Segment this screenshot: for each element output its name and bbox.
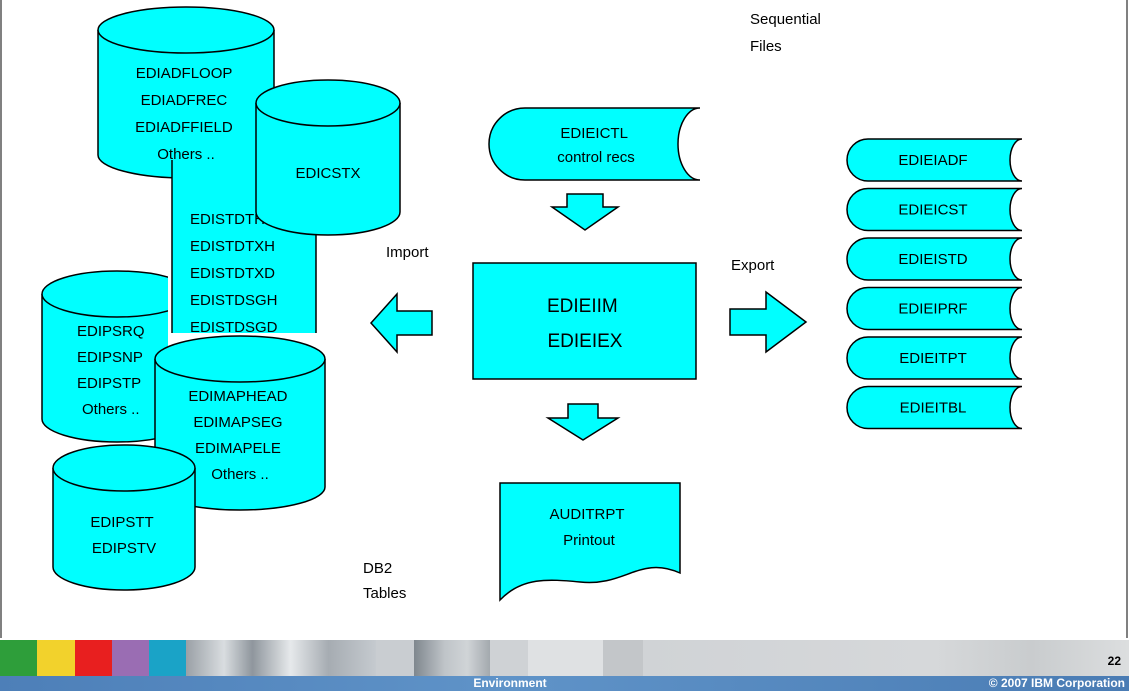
copyright: © 2007 IBM Corporation <box>988 676 1125 690</box>
table-name: EDIPSNP <box>77 349 143 366</box>
export-file-label: EDIEISTD <box>898 251 967 268</box>
export-file: EDIEIADF <box>846 138 1023 182</box>
table-name: EDIPSTT <box>90 514 153 531</box>
svg-text:EDIEIIM EDIEIEX: EDIEIIM EDIEIEX <box>547 296 623 352</box>
footer-gray-block <box>528 640 603 676</box>
table-name: EDISTDTXH <box>190 238 275 255</box>
svg-text:EDIMAPHEAD EDIMAPSEG: EDIMAPHEAD EDIMAPSEG EDIMAPELE Others .. <box>188 388 291 483</box>
footer-bar: Environment © 2007 IBM Corporation <box>0 676 1129 691</box>
export-file: EDIEIPRF <box>846 286 1023 331</box>
footer-color-block <box>0 640 37 676</box>
footer-gray-block <box>490 640 528 676</box>
table-name: Others .. <box>157 146 215 163</box>
export-file-label: EDIEIADF <box>898 152 967 169</box>
footer-color-block <box>149 640 186 676</box>
arrow-left-icon <box>369 292 433 354</box>
export-file-shape <box>846 336 1023 380</box>
svg-text:EDIADFLOOP EDIADFREC: EDIADFLOOP EDIADFREC EDIADFFIELD Others … <box>135 65 237 163</box>
table-name: Others .. <box>211 466 269 483</box>
audit-report: AUDITRPT Printout <box>499 482 681 602</box>
table-name: EDISTDTXD <box>190 265 275 282</box>
footer-color-block <box>37 640 75 676</box>
table-name: EDIMAPSEG <box>193 414 282 431</box>
table-name: EDIADFREC <box>141 92 228 109</box>
program-box: EDIEIIM EDIEIEX <box>472 262 697 380</box>
export-file-shape <box>846 385 1023 430</box>
control-file-label: EDIEICTL <box>560 125 627 142</box>
export-file-shape <box>846 286 1023 331</box>
table-name: EDIMAPHEAD <box>188 388 287 405</box>
table-name: EDIMAPELE <box>195 440 281 457</box>
export-label: Export <box>731 257 775 274</box>
sequential-files-label: Sequential Files <box>750 11 825 55</box>
table-name: EDICSTX <box>295 165 360 182</box>
export-file-label: EDIEICST <box>898 202 967 219</box>
arrow-down-icon <box>545 403 621 441</box>
svg-text:EDISTDTH EDISTDTXH: EDISTDTH EDISTDTXH EDISTDTXD EDISTDSGH E… <box>190 211 282 336</box>
table-name: EDIPSTV <box>92 540 156 557</box>
svg-text:EDIEICTL control recs: EDIEICTL control recs <box>557 125 635 166</box>
table-name: EDIADFFIELD <box>135 119 233 136</box>
export-file-shape <box>846 138 1023 182</box>
footer-gray-block <box>603 640 643 676</box>
export-file-shape <box>846 187 1023 232</box>
export-file-label: EDIEITPT <box>899 350 967 367</box>
program-name: EDIEIIM <box>547 296 618 317</box>
export-file: EDIEITPT <box>846 336 1023 380</box>
export-file-label: EDIEIPRF <box>898 301 967 318</box>
db-cylinder-cstx: EDICSTX <box>255 79 401 236</box>
db-cylinder-ps: EDIPSRQ EDIPSNP EDIPSTP Others .. <box>41 270 168 443</box>
control-file-label: control recs <box>557 149 635 166</box>
export-file-list: EDIEIADF EDIEICST EDIEISTD EDIEIPRF EDIEITPT… <box>846 138 1023 430</box>
svg-text:EDIPSTT EDIPSTV: EDIPSTT EDIPSTV <box>90 514 157 557</box>
footer-gray-fade <box>643 640 1129 676</box>
svg-text:EDIPSRQ EDIPSNP ED: EDIPSRQ EDIPSNP EDIPSTP Others .. <box>77 323 149 418</box>
footer-image-strip <box>186 640 376 676</box>
program-name: EDIEIEX <box>548 331 623 352</box>
db-cylinder-map: EDIMAPHEAD EDIMAPSEG EDIMAPELE Others .. <box>154 335 326 511</box>
export-file-label: EDIEITBL <box>900 400 967 417</box>
control-file: EDIEICTL control recs <box>488 107 701 181</box>
export-file: EDIEITBL <box>846 385 1023 430</box>
table-name: EDIADFLOOP <box>136 65 233 82</box>
table-name: EDIPSTP <box>77 375 141 392</box>
page-number: 22 <box>1107 654 1121 668</box>
export-file: EDIEICST <box>846 187 1023 232</box>
svg-text:AUDITRPT Printout: AUDITRPT Printout <box>550 506 629 549</box>
table-name: Others .. <box>82 401 140 418</box>
footer: 22 Environment © 2007 IBM Corporation <box>0 640 1129 691</box>
db2-tables-label: DB2 Tables <box>363 560 406 602</box>
db-cylinder-std: EDISTDTH EDISTDTXH EDISTDTXD EDISTDSGH E… <box>171 160 317 336</box>
footer-color-block <box>75 640 112 676</box>
db-cylinder-pst: EDIPSTT EDIPSTV <box>52 444 196 591</box>
arrow-right-icon <box>729 290 808 354</box>
footer-image-strip <box>376 640 414 676</box>
footer-image-strip <box>414 640 490 676</box>
db-cylinder-adf: EDIADFLOOP EDIADFREC EDIADFFIELD Others … <box>97 6 275 179</box>
export-file: EDIEISTD <box>846 237 1023 281</box>
arrow-down-icon <box>549 193 621 231</box>
footer-color-block <box>112 640 149 676</box>
report-label: AUDITRPT <box>550 506 625 523</box>
table-name: EDISTDTH <box>190 211 265 228</box>
table-name: EDIPSRQ <box>77 323 145 340</box>
footer-title: Environment <box>473 676 547 690</box>
report-label: Printout <box>563 532 616 549</box>
table-name: EDISTDSGD <box>190 319 278 336</box>
export-file-shape <box>846 237 1023 281</box>
import-label: Import <box>386 244 429 261</box>
table-name: EDISTDSGH <box>190 292 278 309</box>
